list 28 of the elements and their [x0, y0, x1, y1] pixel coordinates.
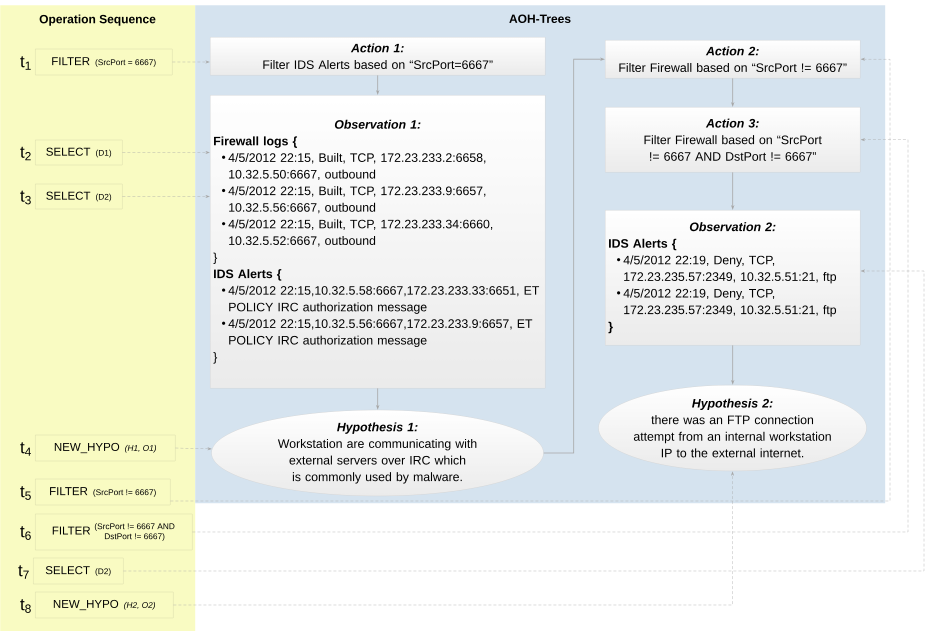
observation-box: Observation 1: Firewall logs { 4/5/2012 22:15, Built, TCP, 172.23.233.2:6658, 10.32.5.50:6667, outbound 4/5/2012 22:15, Built, TCP, 172.23.233.9:6657, 10.32.5.56:6667, outbound 4/5/2012 22:15, Built, TCP, 172.23.233.34:6660, 10.32.5.52:6667, outbound } IDS Alerts { 4/5/2012 22:15,10.32.5.58:6667,172.23.233.33:6651, ET POLICY IRC authorization message 4/5/2012 22:15,10.32.5.56:6667,172.23.233.9:6657, ET POLICY IRC authorization message } [210, 95, 546, 388]
operation-box: FILTER (SrcPort = 6667) [35, 48, 172, 76]
step-label: t$_{5}$ [20, 486, 31, 500]
operation-box: SELECT (D1) [35, 140, 122, 166]
action-box: Action 2: Filter Firewall based on “SrcPort != 6667” [605, 40, 860, 78]
arrow [173, 472, 734, 606]
step-label: t$_{4}$ [20, 442, 31, 456]
arrow [172, 60, 210, 64]
operation-box: NEW_HYPO (H2, O2) [35, 592, 174, 618]
action-box: Action 1: Filter IDS Alerts based on “SrcPort=6667” [210, 37, 546, 76]
operation-box: NEW_HYPO (H1, O1) [35, 434, 176, 462]
operation-box: SELECT (D2) [35, 184, 122, 210]
step-label: t$_{7}$ [18, 565, 29, 579]
operation-box: FILTER (SrcPort != 6667) [35, 478, 170, 506]
arrow [122, 194, 210, 198]
arrow [192, 138, 908, 532]
arrow [122, 150, 210, 154]
arrow [123, 269, 924, 572]
action-box: Action 3: Filter Firewall based on “SrcPort != 6667 AND DstPort != 6667” [605, 107, 860, 172]
observation-box: Observation 2: IDS Alerts { 4/5/2012 22:19, Deny, TCP, 172.23.235.57:2349, 10.32.5.51:21, ftp 4/5/2012 22:19, Deny, TCP, 172.23.235.57:2349, 10.32.5.51:21, ftp } [605, 210, 860, 346]
step-label: t$_{6}$ [20, 526, 31, 540]
operation-box: FILTER (SrcPort != 6667 AND DstPort != 6667) [35, 514, 192, 550]
arrow [175, 447, 212, 450]
operation-box: SELECT (D2) [33, 558, 124, 584]
step-label: t$_{1}$ [20, 56, 31, 70]
step-label: t$_{3}$ [20, 190, 31, 204]
step-label: t$_{8}$ [20, 599, 31, 613]
step-label: t$_{2}$ [20, 146, 31, 160]
